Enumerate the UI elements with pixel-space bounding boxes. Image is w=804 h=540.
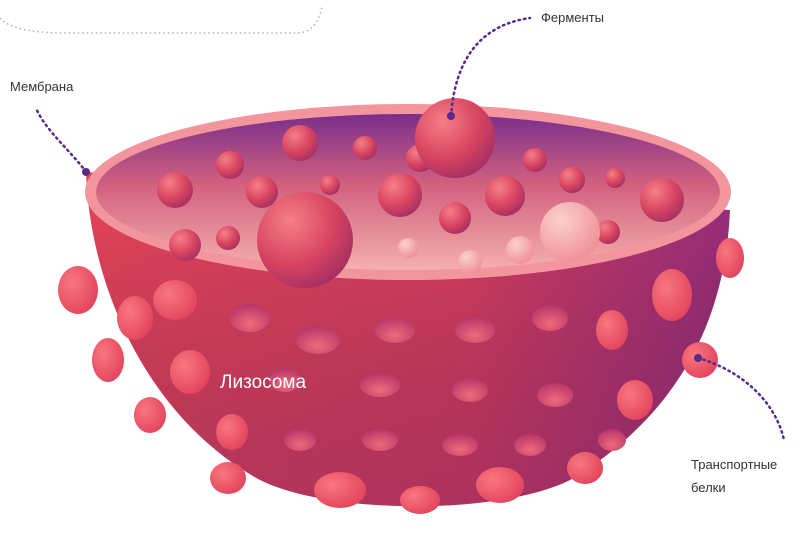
lysosome-title: Лизосома	[220, 372, 306, 394]
membrane-label: Мембрана	[10, 77, 73, 97]
transport-pointer-dot	[694, 354, 702, 362]
transport-proteins-label-line2: белки	[691, 478, 726, 498]
enzymes-pointer-dot	[447, 112, 455, 120]
enzymes-label: Ферменты	[541, 8, 604, 28]
transport-proteins-label-line1: Транспортные	[691, 455, 777, 475]
decorative-dotted-curve	[0, 6, 322, 33]
membrane-pointer-dot	[82, 168, 90, 176]
membrane-pointer-line	[36, 108, 86, 172]
